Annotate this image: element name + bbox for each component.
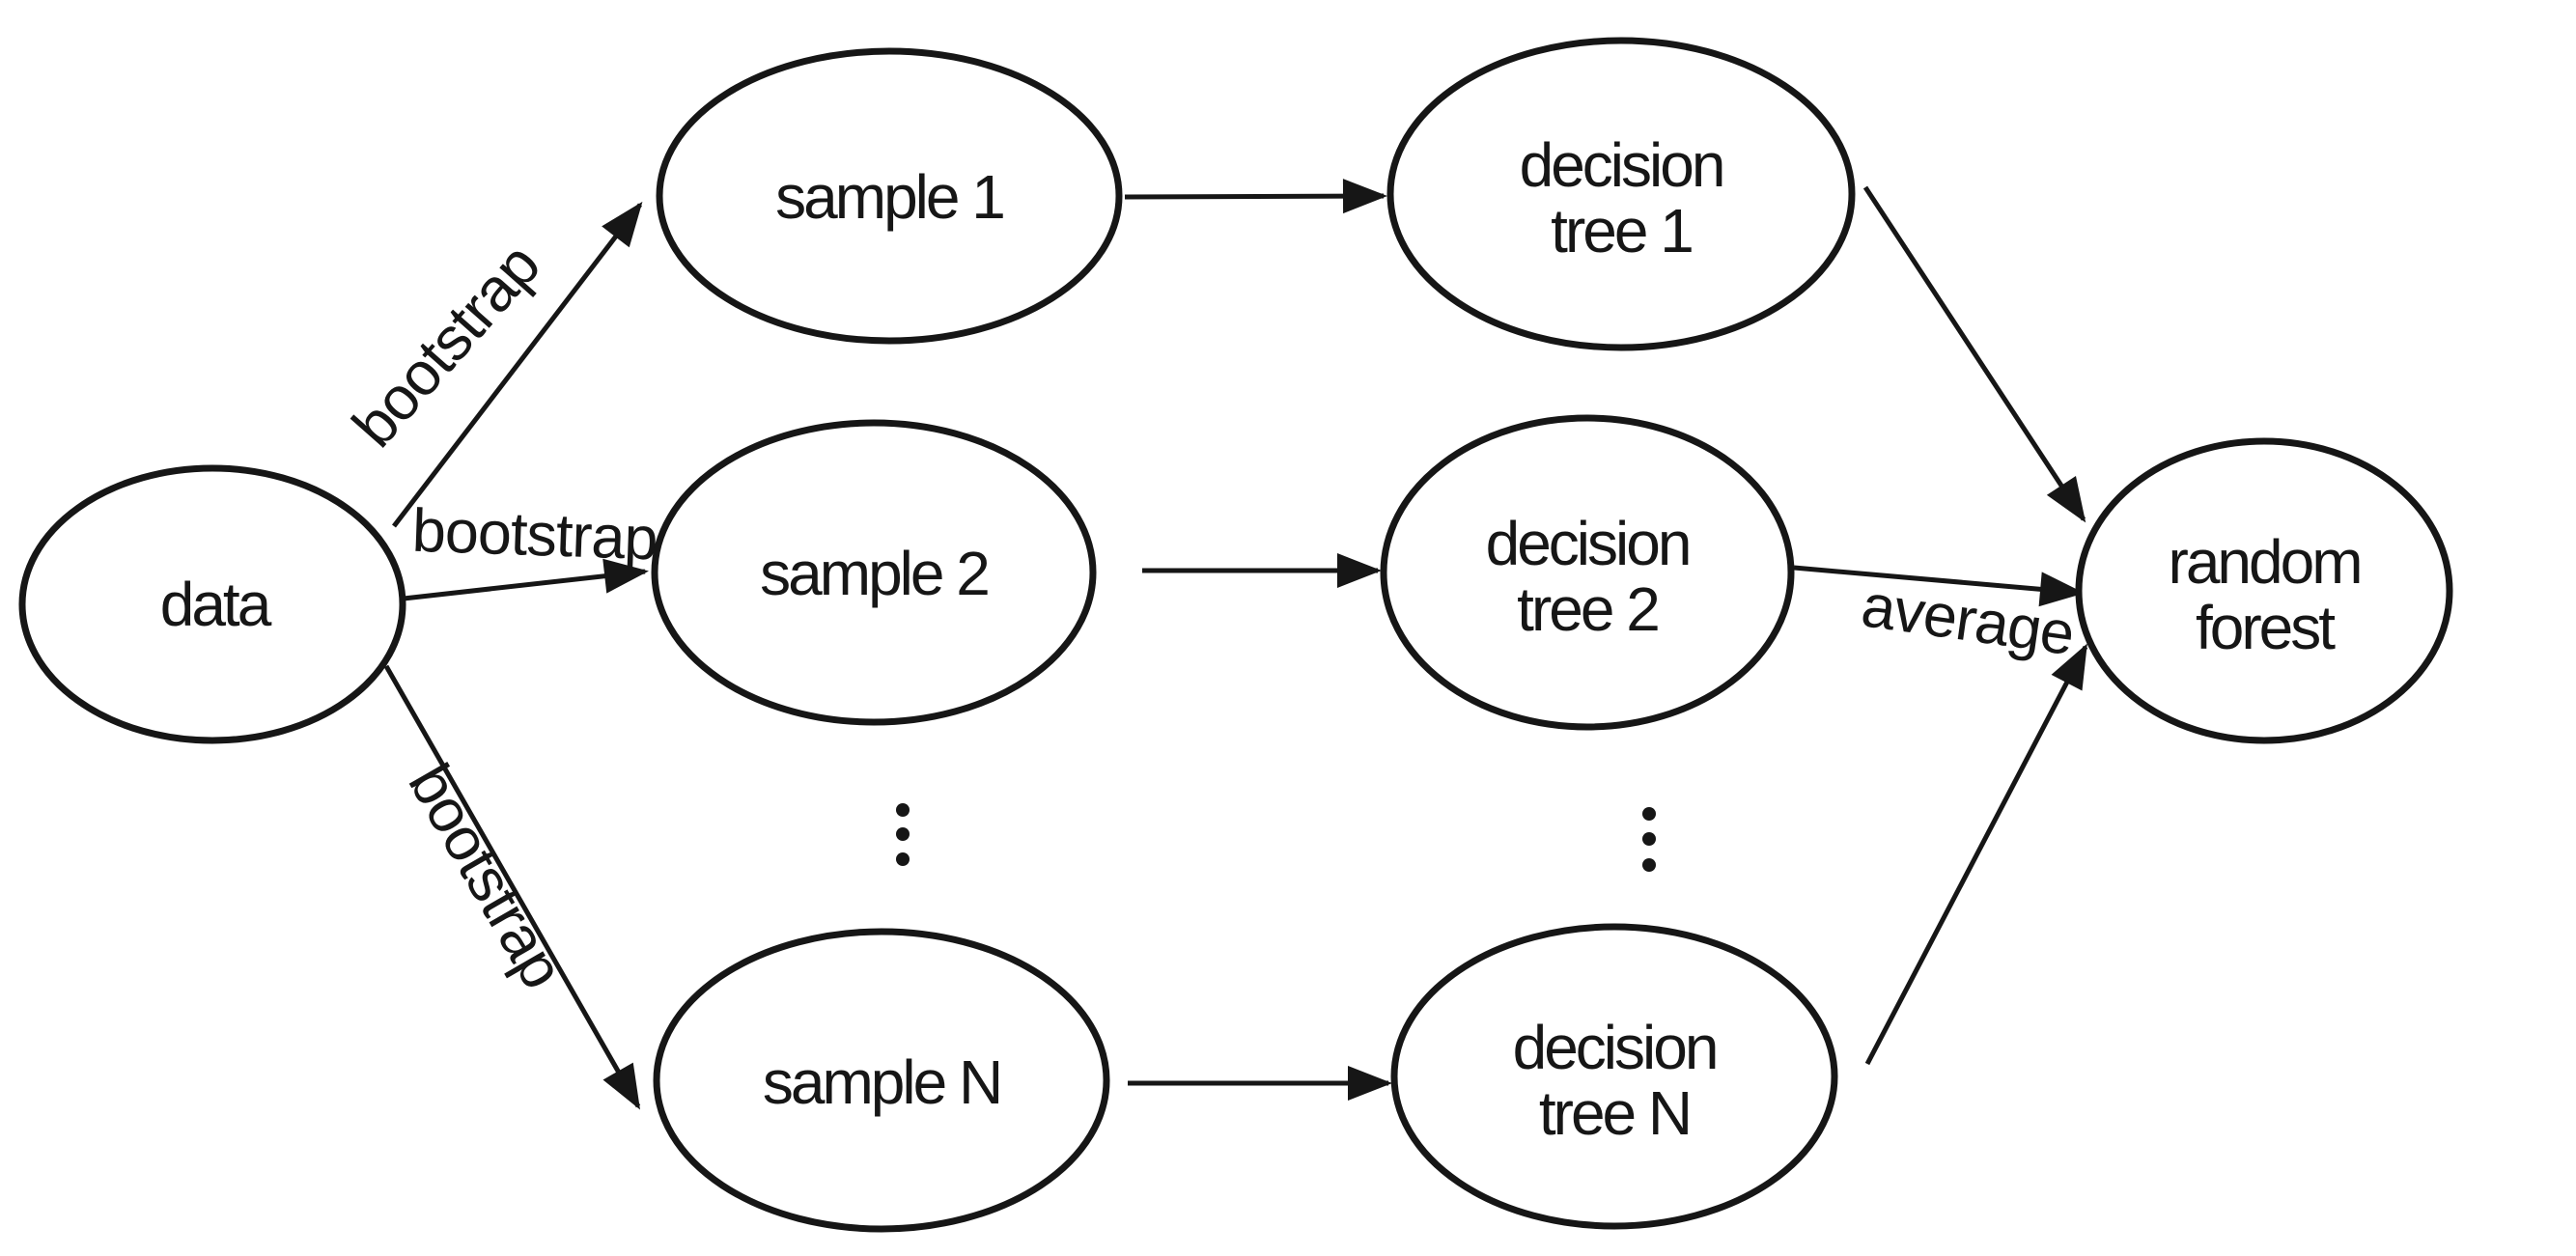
node-treeN: decision tree N bbox=[1390, 923, 1838, 1230]
node-treeN-label-line2: tree N bbox=[1539, 1078, 1690, 1148]
edge-label-bootstrap-top: bootstrap bbox=[340, 232, 553, 460]
node-sample2: sample 2 bbox=[651, 419, 1097, 726]
node-tree2-label-line2: tree 2 bbox=[1517, 574, 1658, 644]
node-forest-label-line1: random bbox=[2169, 527, 2361, 597]
edge-tree1-to-forest bbox=[1862, 185, 2086, 523]
node-treeN-ellipse bbox=[1390, 923, 1838, 1230]
node-tree2-ellipse bbox=[1380, 414, 1795, 731]
node-sampleN: sample N bbox=[653, 928, 1110, 1233]
node-sampleN-ellipse bbox=[653, 928, 1110, 1233]
edge-label-bootstrap-mid: bootstrap bbox=[411, 497, 658, 573]
node-forest: random forest bbox=[2075, 437, 2453, 744]
edges bbox=[383, 179, 2088, 1110]
node-forest-label-line2: forest bbox=[2196, 593, 2336, 662]
node-sample2-ellipse bbox=[651, 419, 1097, 726]
edge-sample1-to-tree1 bbox=[1124, 179, 1387, 214]
edge-tree2-to-forest bbox=[1793, 565, 2085, 607]
node-data-ellipse bbox=[18, 464, 406, 744]
node-tree1-ellipse bbox=[1386, 37, 1856, 351]
node-sample1-label: sample 1 bbox=[775, 162, 1003, 232]
node-data-label: data bbox=[160, 570, 272, 639]
edge-data-to-sample1 bbox=[392, 201, 643, 528]
vertical-ellipsis-icon-trees bbox=[1642, 807, 1656, 872]
edge-labels: bootstrap bootstrap bootstrap average bbox=[340, 232, 2078, 999]
node-forest-ellipse bbox=[2075, 437, 2453, 744]
node-tree2-label-line1: decision bbox=[1486, 509, 1690, 578]
node-tree1: decision tree 1 bbox=[1386, 37, 1856, 351]
edge-label-average: average bbox=[1858, 572, 2078, 668]
node-tree1-label-line1: decision bbox=[1520, 130, 1723, 200]
node-tree2: decision tree 2 bbox=[1380, 414, 1795, 731]
vertical-ellipsis-icon-samples bbox=[896, 803, 910, 866]
node-data: data bbox=[18, 464, 406, 744]
edge-data-to-sampleN bbox=[383, 664, 641, 1110]
edge-treeN-to-forest bbox=[1864, 643, 2088, 1066]
node-sample1: sample 1 bbox=[656, 47, 1123, 345]
edge-label-bootstrap-bottom: bootstrap bbox=[395, 753, 575, 999]
edge-data-to-sample2 bbox=[403, 558, 649, 601]
node-sample2-label: sample 2 bbox=[760, 539, 988, 608]
node-tree1-label-line2: tree 1 bbox=[1551, 196, 1692, 265]
node-sample1-ellipse bbox=[656, 47, 1123, 345]
node-treeN-label-line1: decision bbox=[1513, 1013, 1717, 1082]
node-sampleN-label: sample N bbox=[763, 1047, 1000, 1117]
